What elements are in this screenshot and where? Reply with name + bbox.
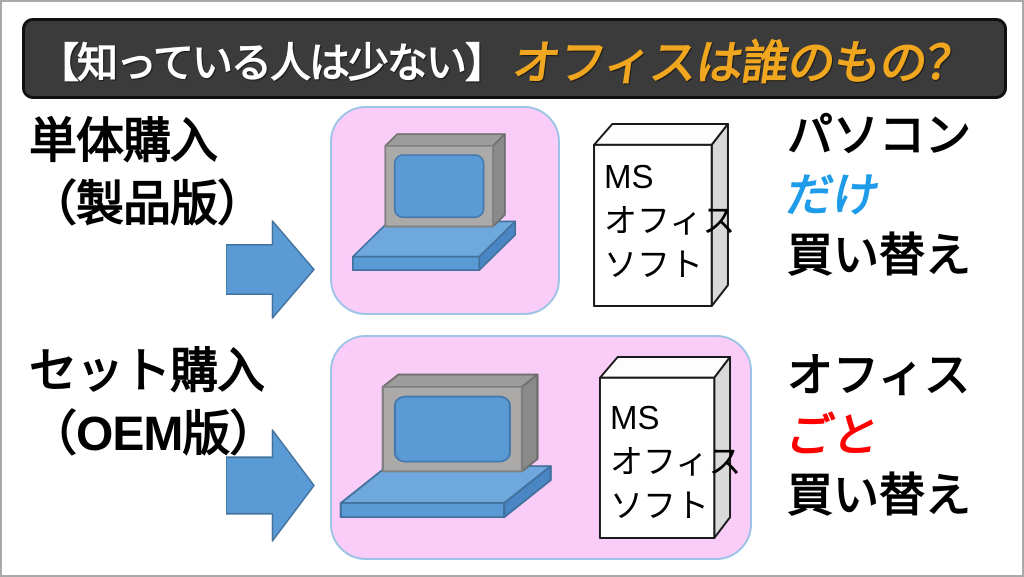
row2-result-line1: オフィス — [787, 349, 971, 401]
row1-result-text: パソコン だけ 買い替え — [783, 105, 971, 285]
software-box-icon — [593, 122, 729, 308]
header-title-prefix: 【知っている人は少ない】 — [38, 39, 506, 86]
right-arrow-icon — [226, 220, 315, 319]
software-box-label-line3: ソフト — [604, 246, 703, 283]
header-title-highlight: オフィスは誰のもの？ — [509, 36, 977, 89]
header-bar: 【知っている人は少ない】 オフィスは誰のもの？ — [22, 18, 1007, 99]
row2-result-line3: 買い替え — [787, 469, 971, 521]
row1-result-emphasis: だけ — [782, 169, 884, 221]
row2-result-text: オフィス ごと 買い替え — [783, 345, 971, 525]
row2-label-line1: セット購入 — [29, 345, 265, 398]
row1-label-line2: （製品版） — [29, 178, 265, 231]
software-box-icon — [598, 355, 732, 540]
software-box-label-line2: オフィス — [610, 443, 742, 480]
software-box-label-line2: オフィス — [604, 202, 736, 239]
row1-result-line3: 買い替え — [787, 229, 971, 281]
software-box-label-line1: MS — [610, 399, 660, 436]
row1-purchase-label: 単体購入 （製品版） — [29, 110, 265, 236]
software-box-label: MS オフィス ソフト — [604, 155, 735, 287]
row2-label-line2: （OEM版） — [29, 408, 277, 461]
right-arrow-icon — [226, 429, 315, 542]
laptop-icon — [351, 133, 517, 271]
laptop-icon — [339, 373, 552, 518]
row2-result-emphasis: ごと — [782, 409, 884, 461]
software-box-label-line3: ソフト — [610, 487, 709, 524]
software-box-label-line1: MS — [604, 158, 654, 195]
software-box-label: MS オフィス ソフト — [610, 396, 741, 528]
row1-label-line1: 単体購入 — [29, 115, 218, 168]
row1-result-line1: パソコン — [787, 109, 971, 161]
row2-purchase-label: セット購入 （OEM版） — [29, 340, 277, 466]
